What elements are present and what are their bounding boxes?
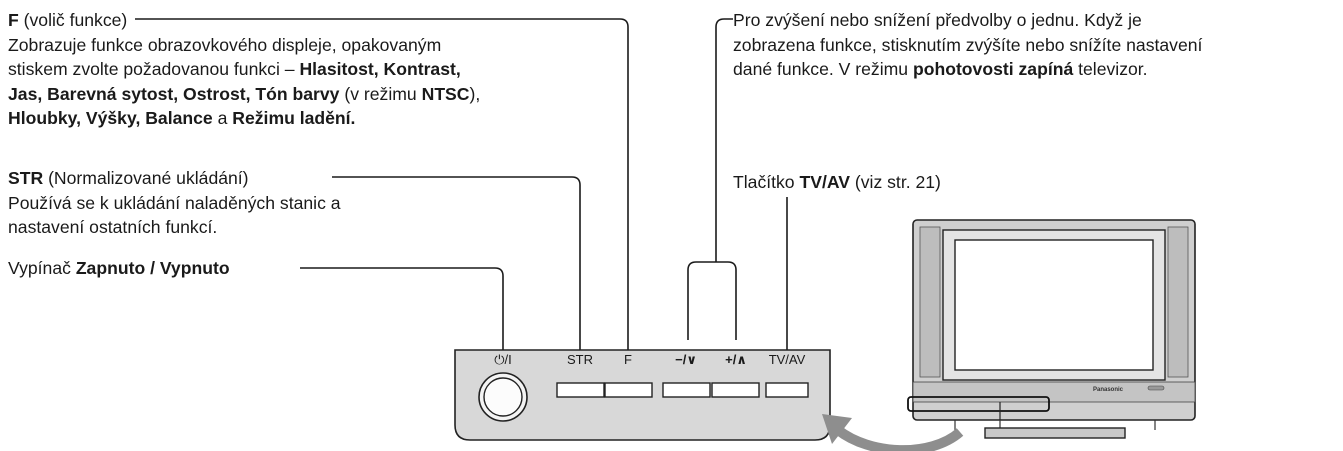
power-switch-label: Vypínač Zapnuto / Vypnuto: [8, 256, 230, 281]
f-desc-4a: Hloubky, Výšky, Balance: [8, 108, 213, 128]
f-desc-line-3: Jas, Barevná sytost, Ostrost, Tón barvy …: [8, 82, 480, 107]
tvav-key-label: TV/AV: [769, 352, 806, 367]
preset-line-3: dané funkce. V režimu pohotovosti zapíná…: [733, 57, 1148, 82]
preset-leader-line: [715, 18, 733, 262]
str-desc-line-2: nastavení ostatních funkcí.: [8, 217, 218, 237]
leader-lines: [135, 18, 788, 350]
tv-brand-logo: Panasonic: [1093, 387, 1124, 393]
plus-key-label: +/∧: [725, 352, 747, 367]
f-key-desc: (volič funkce): [18, 10, 128, 30]
f-desc-4b: a: [212, 108, 233, 128]
f-key-name: F: [8, 10, 19, 30]
str-key-heading: STR (Normalizované ukládání): [8, 166, 249, 191]
str-button[interactable]: [556, 382, 605, 398]
f-desc-3b: (v režimu: [339, 84, 422, 104]
preset-line-2: zobrazena funkce, stisknutím zvýšíte neb…: [733, 35, 1203, 55]
power-key-label: ⏻/I: [494, 352, 512, 367]
tv-right-speaker: [1167, 226, 1189, 378]
f-key-heading: F (volič funkce): [8, 8, 127, 33]
minus-button[interactable]: [662, 382, 711, 398]
f-leader-line: [135, 18, 629, 350]
tvav-button[interactable]: [765, 382, 809, 398]
f-desc-line-1: Zobrazuje funkce obrazovkového displeje,…: [8, 35, 442, 55]
plus-button[interactable]: [711, 382, 760, 398]
minus-key-label: −/∨: [675, 352, 697, 367]
str-desc-line-1: Používá se k ukládání naladěných stanic …: [8, 193, 341, 213]
arrow-head: [822, 414, 852, 444]
preset-line-1: Pro zvýšení nebo snížení předvolby o jed…: [733, 10, 1142, 30]
tv-indicator: [1147, 385, 1165, 391]
tv-stand-base: [984, 427, 1126, 439]
f-desc-3c: NTSC: [421, 84, 470, 104]
str-key-name: STR: [8, 168, 44, 188]
str-leader-line: [332, 176, 581, 350]
f-desc-2a: stiskem zvolte požadovanou funkci –: [8, 59, 300, 79]
preset-bracket: [687, 261, 737, 340]
power-label: Zapnuto / Vypnuto: [75, 258, 230, 278]
tvav-name: TV/AV: [799, 172, 850, 192]
tvav-prefix: Tlačítko: [733, 172, 800, 192]
preset-3a: dané funkce. V režimu: [733, 59, 913, 79]
preset-3c: televizor.: [1073, 59, 1148, 79]
tvav-label: Tlačítko TV/AV (viz str. 21): [733, 170, 941, 195]
f-desc-3a: Jas, Barevná sytost, Ostrost, Tón barvy: [8, 84, 340, 104]
power-button-inner: [483, 377, 523, 417]
tv-left-speaker: [919, 226, 941, 378]
power-leader-line: [300, 267, 504, 350]
f-key-label: F: [624, 352, 632, 367]
f-desc-2b: Hlasitost, Kontrast,: [299, 59, 461, 79]
f-desc-3d: ),: [469, 84, 481, 104]
television: Panasonic: [907, 219, 1196, 439]
str-key-label: STR: [567, 352, 593, 367]
pointer-arrow: [822, 414, 964, 451]
power-prefix: Vypínač: [8, 258, 76, 278]
f-desc-line-4: Hloubky, Výšky, Balance a Režimu ladění.: [8, 106, 355, 131]
f-desc-line-2: stiskem zvolte požadovanou funkci – Hlas…: [8, 57, 461, 82]
tv-screen: [954, 239, 1154, 371]
tvav-suffix: (viz str. 21): [850, 172, 941, 192]
f-button[interactable]: [604, 382, 653, 398]
tv-control-highlight: [907, 396, 1050, 412]
tv-bottom-strip: [912, 381, 1196, 403]
f-desc-4c: Režimu ladění.: [232, 108, 356, 128]
str-key-desc: (Normalizované ukládání): [43, 168, 249, 188]
preset-3b: pohotovosti zapíná: [912, 59, 1074, 79]
arrow-shaft: [834, 425, 964, 451]
